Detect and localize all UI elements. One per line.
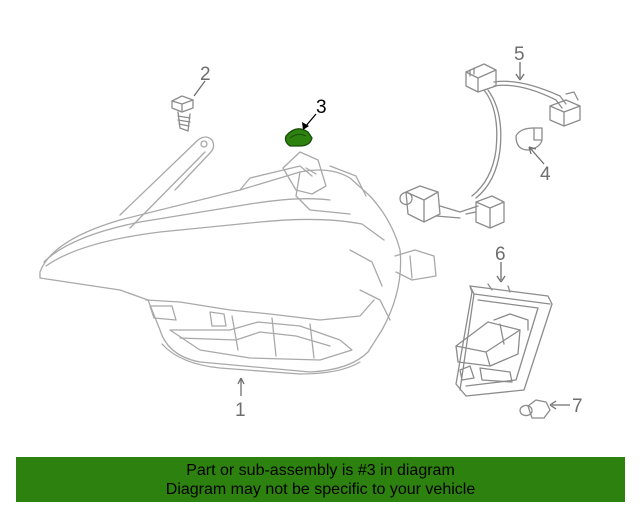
callout-1: 1	[235, 400, 246, 421]
banner-line-part-number: Part or sub-assembly is #3 in diagram	[186, 461, 455, 479]
callout-5: 5	[514, 44, 525, 65]
headlamp-assembly-part-1[interactable]	[39, 136, 437, 375]
callout-labels: 1 2 3 4 5 6 7	[200, 44, 583, 421]
nut-part-7[interactable]	[519, 399, 551, 419]
socket-part-4[interactable]	[515, 127, 543, 151]
callout-4: 4	[540, 164, 551, 185]
cap-part-3-highlighted[interactable]	[284, 128, 313, 147]
parts-diagram: 1 2 3 4 5 6 7	[39, 44, 583, 421]
callout-7: 7	[572, 396, 583, 417]
info-banner: Part or sub-assembly is #3 in diagram Di…	[16, 457, 625, 502]
callout-2: 2	[200, 64, 211, 85]
leader-lines	[193, 62, 570, 410]
control-module-part-6[interactable]	[455, 283, 553, 397]
callout-3: 3	[316, 97, 327, 118]
bolt-part-2[interactable]	[171, 95, 194, 132]
callout-6: 6	[495, 244, 506, 265]
wiring-harness-part-5[interactable]	[399, 63, 581, 229]
banner-line-disclaimer: Diagram may not be specific to your vehi…	[165, 480, 476, 498]
